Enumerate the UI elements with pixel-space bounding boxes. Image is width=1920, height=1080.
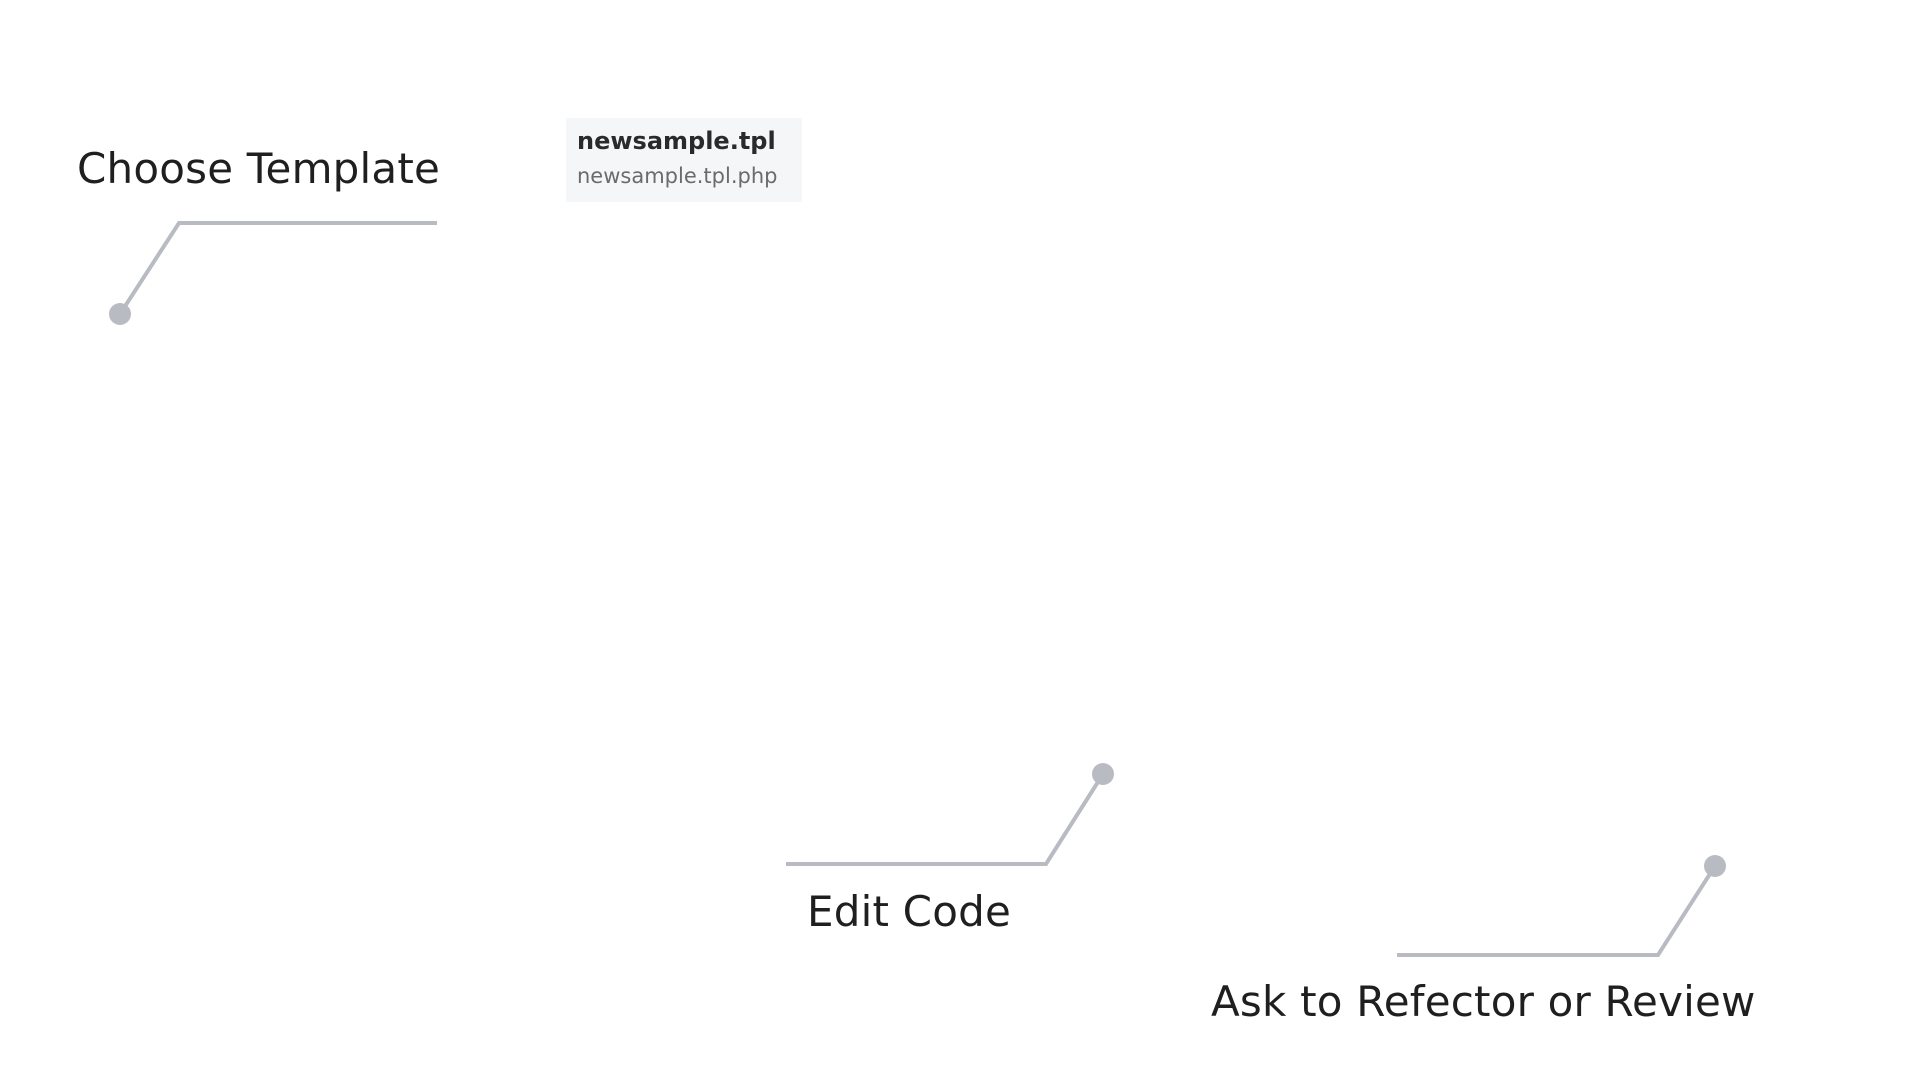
- refactor-review-connector: [1397, 864, 1717, 957]
- choose-template-anchor-dot: [109, 303, 131, 325]
- template-title: newsample.tpl: [577, 127, 776, 155]
- template-file-item[interactable]: newsample.tpl newsample.tpl.php: [566, 118, 802, 202]
- template-filename: newsample.tpl.php: [577, 163, 778, 188]
- choose-template-label: Choose Template: [77, 144, 441, 193]
- choose-template-connector: [118, 221, 437, 316]
- edit-code-connector: [786, 772, 1105, 866]
- edit-code-label: Edit Code: [807, 887, 1012, 936]
- refactor-review-anchor-dot: [1704, 855, 1726, 877]
- refactor-review-label: Ask to Refector or Review: [1211, 977, 1756, 1026]
- edit-code-anchor-dot: [1092, 763, 1114, 785]
